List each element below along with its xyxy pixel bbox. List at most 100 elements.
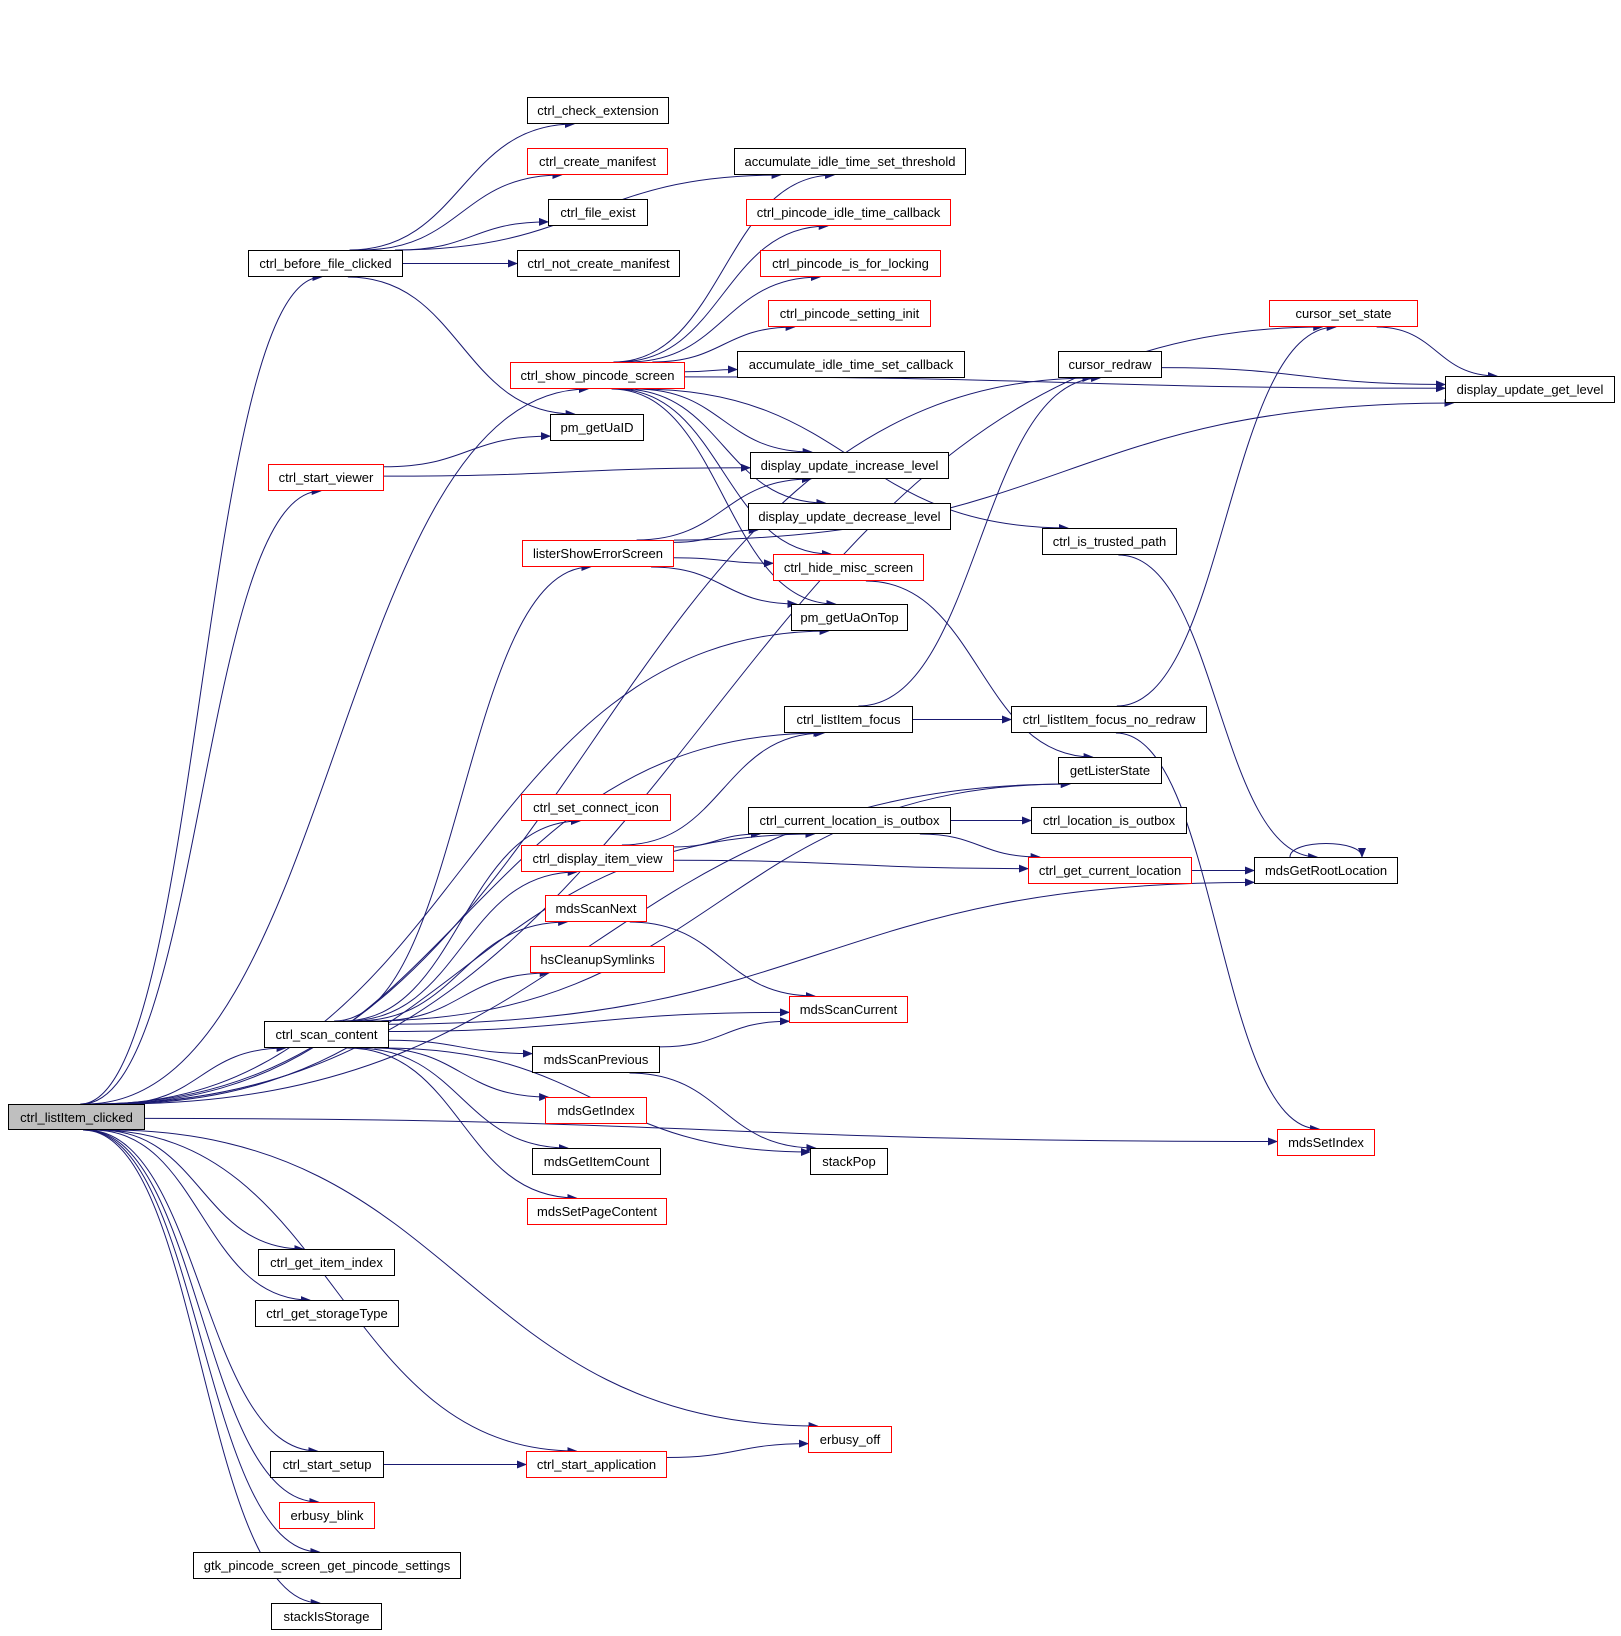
edge-ctrl_show_pincode_screen-to-display_update_increase_level (635, 388, 813, 456)
node-pm-getuaid[interactable]: pm_getUaID (550, 414, 644, 441)
edge-ctrl_listItem_clicked-to-ctrl_listItem_focus (101, 729, 824, 1105)
edge-ctrl_listItem_clicked-to-pm_getUaOnTop (96, 627, 830, 1105)
edge-ctrl_current_location_is_outbox-to-ctrl_get_current_location (919, 833, 1041, 861)
edge-listerShowErrorScreen-to-display_update_decrease_level (673, 526, 759, 543)
node-mdsgetindex[interactable]: mdsGetIndex (545, 1097, 647, 1124)
edge-ctrl_listItem_clicked-to-ctrl_get_storageType (93, 1129, 311, 1304)
edge-ctrl_scan_content-to-mdsGetRootLocation (388, 878, 1255, 1025)
node-ctrl-hide-misc-screen[interactable]: ctrl_hide_misc_screen (773, 554, 924, 581)
node-ctrl-listitem-focus[interactable]: ctrl_listItem_focus (784, 706, 913, 733)
node-mdssetindex[interactable]: mdsSetIndex (1277, 1129, 1375, 1156)
edge-mdsGetRootLocation-to-mdsGetRootLocation (1289, 843, 1366, 858)
node-ctrl-is-trusted-path[interactable]: ctrl_is_trusted_path (1042, 528, 1177, 555)
node-ctrl-listitem-clicked[interactable]: ctrl_listItem_clicked (8, 1104, 145, 1130)
edge-ctrl_scan_content-to-mdsGetItemCount (355, 1047, 569, 1152)
edge-ctrl_listItem_clicked-to-ctrl_show_pincode_screen (85, 385, 590, 1105)
node-ctrl-not-create-manifest[interactable]: ctrl_not_create_manifest (517, 250, 680, 277)
node-mdsscanprevious[interactable]: mdsScanPrevious (532, 1046, 660, 1073)
node-ctrl-start-setup[interactable]: ctrl_start_setup (270, 1451, 384, 1478)
edge-ctrl_listItem_clicked-to-ctrl_start_setup (85, 1129, 319, 1455)
node-ctrl-pincode-is-for-locking[interactable]: ctrl_pincode_is_for_locking (760, 250, 941, 277)
node-ctrl-pincode-setting-init[interactable]: ctrl_pincode_setting_init (768, 300, 931, 327)
edge-ctrl_is_trusted_path-to-mdsGetRootLocation (1118, 554, 1319, 861)
node-mdsgetitemcount[interactable]: mdsGetItemCount (532, 1148, 661, 1175)
edge-ctrl_listItem_clicked-to-stackIsStorage (83, 1129, 321, 1607)
edge-ctrl_start_viewer-to-display_update_increase_level (383, 463, 751, 477)
edge-ctrl_listItem_clicked-to-ctrl_start_application (95, 1129, 578, 1455)
edge-ctrl_scan_content-to-ctrl_set_connect_icon (342, 817, 581, 1022)
edge-listerShowErrorScreen-to-display_update_increase_level (636, 475, 812, 541)
node-gtk-pincode-screen-get-pincode-settings[interactable]: gtk_pincode_screen_get_pincode_settings (193, 1552, 461, 1579)
edge-ctrl_listItem_clicked-to-gtk_pincode_screen_get_pincode_settings (83, 1129, 321, 1556)
node-ctrl-before-file-clicked[interactable]: ctrl_before_file_clicked (248, 250, 403, 277)
node-mdsscannext[interactable]: mdsScanNext (545, 895, 647, 922)
node-mdsscancurrent[interactable]: mdsScanCurrent (789, 996, 908, 1023)
node-ctrl-start-viewer[interactable]: ctrl_start_viewer (268, 464, 384, 491)
edge-ctrl_before_file_clicked-to-ctrl_create_manifest (361, 171, 563, 251)
edge-ctrl_listItem_focus-to-cursor_redraw (858, 374, 1102, 707)
edge-ctrl_before_file_clicked-to-ctrl_check_extension (349, 120, 575, 251)
node-pm-getuaontop[interactable]: pm_getUaOnTop (791, 604, 908, 631)
edge-mdsScanPrevious-to-mdsScanCurrent (659, 1017, 790, 1048)
node-ctrl-location-is-outbox[interactable]: ctrl_location_is_outbox (1031, 807, 1187, 834)
node-ctrl-file-exist[interactable]: ctrl_file_exist (548, 199, 648, 226)
edge-ctrl_show_pincode_screen-to-pm_getUaOnTop (611, 388, 837, 608)
node-stackpop[interactable]: stackPop (810, 1148, 888, 1175)
edge-listerShowErrorScreen-to-pm_getUaOnTop (651, 566, 798, 608)
node-mdsgetrootlocation[interactable]: mdsGetRootLocation (1254, 857, 1398, 884)
edge-ctrl_show_pincode_screen-to-accumulate_idle_time_set_threshold (613, 171, 836, 363)
edge-ctrl_scan_content-to-mdsScanNext (355, 918, 569, 1022)
node-display-update-increase-level[interactable]: display_update_increase_level (750, 452, 949, 479)
edge-ctrl_listItem_clicked-to-cursor_redraw (94, 374, 1093, 1105)
edge-ctrl_listItem_clicked-to-ctrl_before_file_clicked (80, 273, 323, 1105)
node-erbusy-blink[interactable]: erbusy_blink (279, 1502, 375, 1529)
node-ctrl-get-current-location[interactable]: ctrl_get_current_location (1028, 857, 1192, 884)
edge-ctrl_before_file_clicked-to-ctrl_file_exist (397, 217, 549, 251)
edge-ctrl_listItem_clicked-to-ctrl_current_location_is_outbox (110, 830, 816, 1105)
node-ctrl-get-storagetype[interactable]: ctrl_get_storageType (255, 1300, 399, 1327)
node-ctrl-start-application[interactable]: ctrl_start_application (526, 1451, 667, 1478)
node-ctrl-check-extension[interactable]: ctrl_check_extension (527, 97, 669, 124)
edge-ctrl_before_file_clicked-to-pm_getUaID (347, 276, 576, 418)
node-hscleanupsymlinks[interactable]: hsCleanupSymlinks (530, 946, 665, 973)
node-ctrl-create-manifest[interactable]: ctrl_create_manifest (527, 148, 668, 175)
edge-ctrl_scan_content-to-mdsSetPageContent (347, 1047, 578, 1202)
node-ctrl-current-location-is-outbox[interactable]: ctrl_current_location_is_outbox (748, 807, 951, 834)
node-ctrl-get-item-index[interactable]: ctrl_get_item_index (258, 1249, 395, 1276)
edge-ctrl_listItem_clicked-to-ctrl_get_item_index (98, 1129, 305, 1253)
edge-ctrl_display_item_view-to-ctrl_listItem_focus (621, 729, 826, 846)
node-accumulate-idle-time-set-callback[interactable]: accumulate_idle_time_set_callback (737, 351, 965, 378)
edge-ctrl_show_pincode_screen-to-ctrl_pincode_idle_time_callback (618, 222, 829, 363)
node-erbusy-off[interactable]: erbusy_off (808, 1426, 892, 1453)
node-accumulate-idle-time-set-threshold[interactable]: accumulate_idle_time_set_threshold (734, 148, 966, 175)
edge-cursor_redraw-to-display_update_get_level (1161, 367, 1446, 389)
node-cursor-set-state[interactable]: cursor_set_state (1269, 300, 1418, 327)
edge-listerShowErrorScreen-to-display_update_get_level (673, 399, 1455, 541)
edge-ctrl_start_application-to-erbusy_off (666, 1439, 809, 1459)
edge-ctrl_scan_content-to-ctrl_display_item_view (347, 868, 578, 1022)
edge-ctrl_scan_content-to-mdsScanPrevious (388, 1039, 533, 1058)
edge-ctrl_display_item_view-to-ctrl_current_location_is_outbox (673, 830, 761, 848)
edge-mdsScanNext-to-mdsScanCurrent (629, 921, 816, 1000)
node-listershowerrorscreen[interactable]: listerShowErrorScreen (522, 540, 674, 567)
edge-ctrl_show_pincode_screen-to-ctrl_pincode_is_for_locking (627, 273, 822, 363)
node-ctrl-pincode-idle-time-callback[interactable]: ctrl_pincode_idle_time_callback (746, 199, 951, 226)
node-mdssetpagecontent[interactable]: mdsSetPageContent (527, 1198, 667, 1225)
node-getlisterstate[interactable]: getListerState (1058, 757, 1162, 784)
node-display-update-get-level[interactable]: display_update_get_level (1445, 376, 1615, 403)
node-ctrl-show-pincode-screen[interactable]: ctrl_show_pincode_screen (510, 362, 685, 389)
node-ctrl-display-item-view[interactable]: ctrl_display_item_view (521, 845, 674, 872)
edge-ctrl_scan_content-to-mdsScanCurrent (388, 1008, 790, 1033)
edge-ctrl_listItem_focus_no_redraw-to-cursor_set_state (1116, 323, 1337, 707)
node-ctrl-listitem-focus-no-redraw[interactable]: ctrl_listItem_focus_no_redraw (1011, 706, 1207, 733)
node-display-update-decrease-level[interactable]: display_update_decrease_level (748, 503, 951, 530)
edge-ctrl_scan_content-to-mdsGetIndex (374, 1047, 550, 1101)
edge-ctrl_show_pincode_screen-to-ctrl_pincode_setting_init (652, 323, 796, 363)
edge-ctrl_listItem_clicked-to-erbusy_blink (84, 1129, 320, 1506)
node-cursor-redraw[interactable]: cursor_redraw (1058, 351, 1162, 378)
node-ctrl-scan-content[interactable]: ctrl_scan_content (264, 1021, 389, 1048)
node-ctrl-set-connect-icon[interactable]: ctrl_set_connect_icon (521, 794, 671, 821)
node-stackisstorage[interactable]: stackIsStorage (271, 1603, 382, 1630)
